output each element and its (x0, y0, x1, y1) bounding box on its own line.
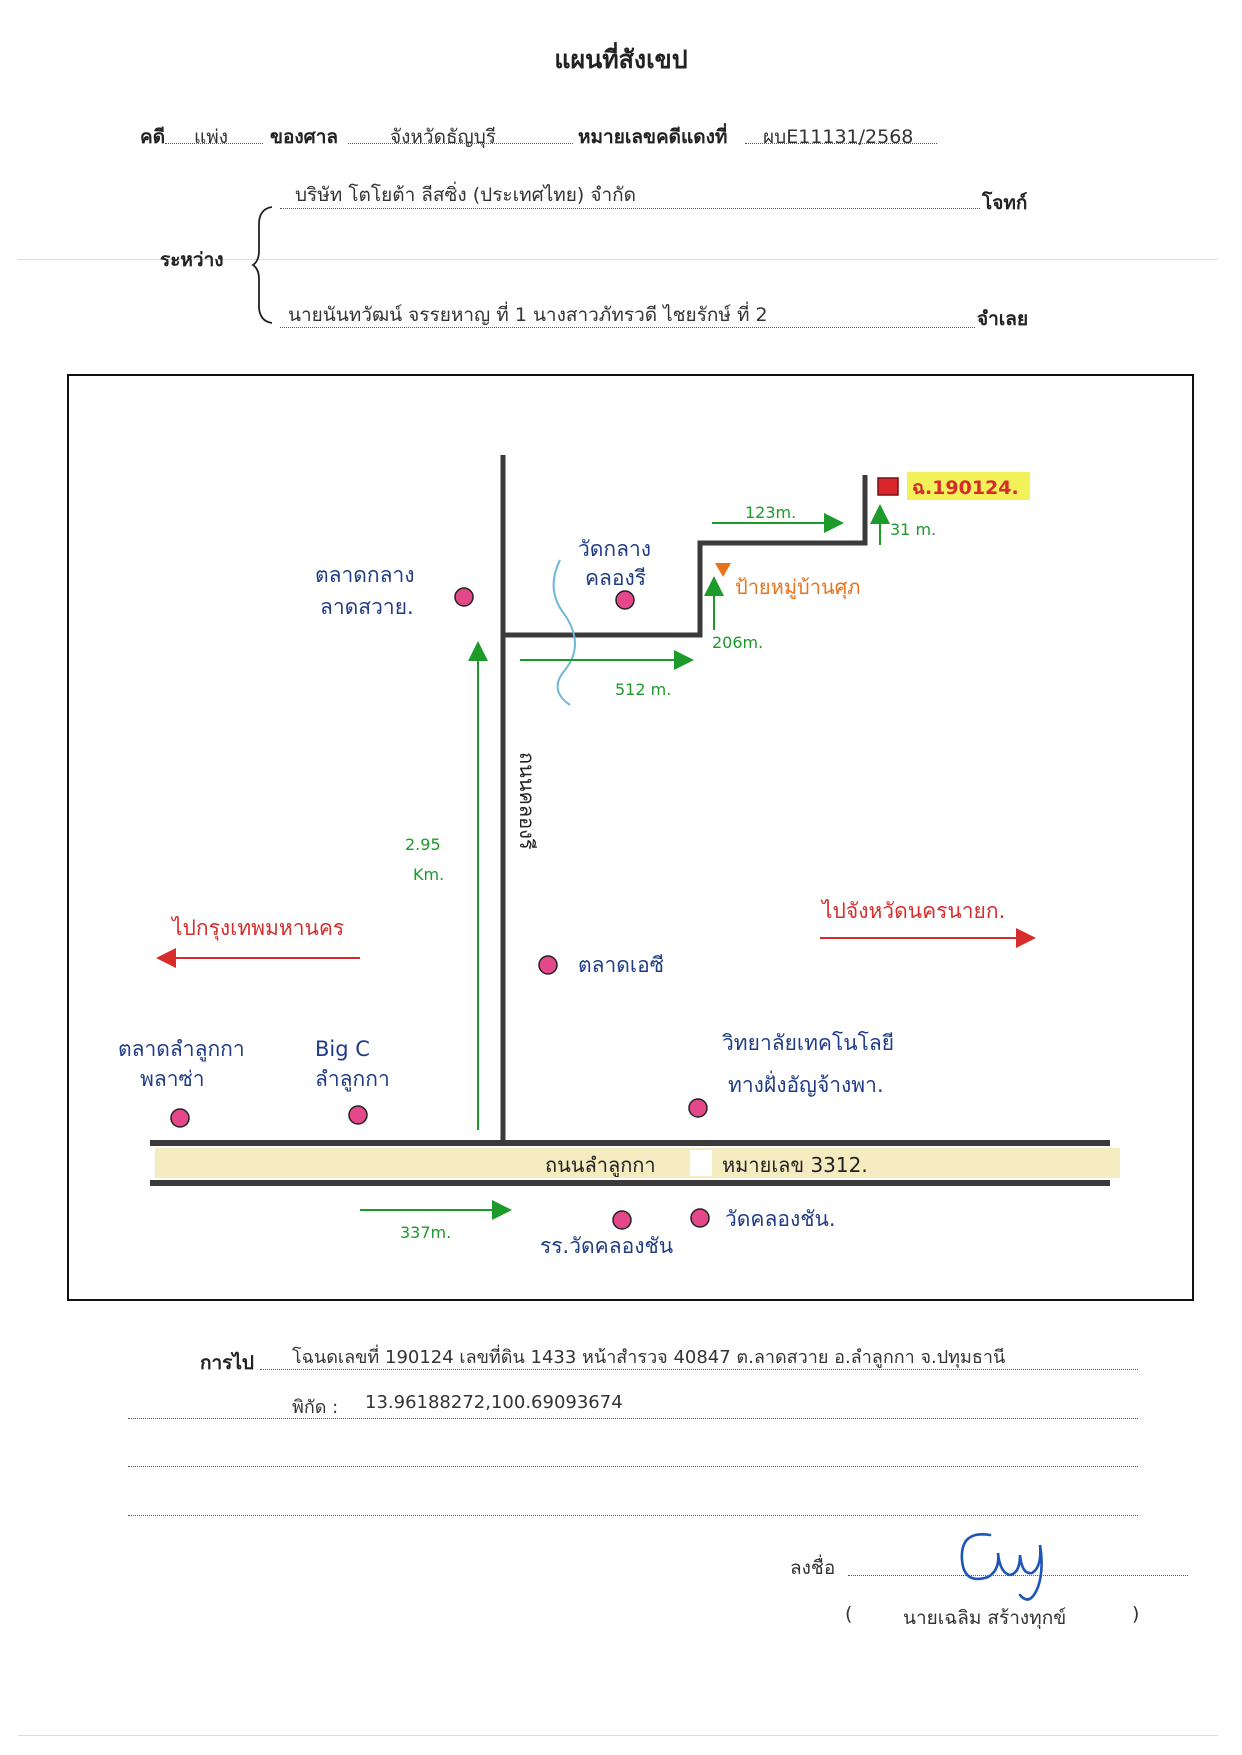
dist-337: 337m. (400, 1223, 451, 1242)
poi-talad-lamlukka-dot (170, 1108, 190, 1128)
case-type: แพ่ง (194, 126, 229, 148)
plaintiff-label: โจทก์ (982, 192, 1028, 214)
talad-ac-label: ตลาดเอซี (578, 953, 664, 977)
talad-lamlukka-line2: พลาซ่า (140, 1067, 205, 1091)
poi-wat-klang-dot (615, 590, 635, 610)
sign-label: ลงชื่อ (790, 1557, 836, 1579)
defendant-name: นายนันทวัฒน์ จรรยหาญ ที่ 1 นางสาวภัทรวดี… (288, 304, 768, 326)
bottom-scan-line (18, 1735, 1218, 1736)
brace-icon (251, 206, 273, 324)
road-vertical-label: ถนนคลองรี (515, 752, 539, 850)
talad-klang-line2: ลาดสวาย. (320, 595, 414, 619)
village-sign-label: ป้ายหมู่บ้านศุภ (735, 575, 861, 600)
village-sign-icon (715, 563, 731, 577)
page-title: แผนที่สังเขป (554, 45, 688, 74)
poi-talad-ac-dot (538, 955, 558, 975)
poi-talad-klang-dot (454, 587, 474, 607)
wat-klang-line1: วัดกลาง (578, 537, 651, 561)
sign-line (848, 1575, 1188, 1576)
wat-klongchan-label: วัดคลองชัน. (725, 1207, 836, 1231)
school-wat-label: รร.วัดคลองชัน (540, 1234, 673, 1258)
blank-line-1 (128, 1466, 1138, 1467)
poi-bigc-dot (348, 1105, 368, 1125)
directions-line (260, 1369, 1138, 1370)
plaintiff-line (280, 208, 980, 209)
to-nakhonnayok-label: ไปจังหวัดนครนายก. (820, 899, 1005, 923)
between-label: ระหว่าง (160, 249, 224, 271)
red-case-number: ผบE11131/2568 (763, 126, 914, 148)
red-case-label: หมายเลขคดีแดงที่ (578, 126, 728, 148)
plaintiff-name: บริษัท โตโยต้า ลีสซิ่ง (ประเทศไทย) จำกัด (295, 184, 637, 206)
signature-icon (960, 1532, 1043, 1601)
destination-marker-icon (877, 477, 899, 496)
blank-line-2 (128, 1515, 1138, 1516)
dist-123: 123m. (745, 503, 796, 522)
map-frame (67, 374, 1194, 1301)
court-name: จังหวัดธัญบุรี (390, 126, 496, 148)
close-paren: ) (1132, 1603, 1140, 1625)
college-line1: วิทยาลัยเทคโนโลยี (722, 1031, 894, 1055)
defendant-line (280, 327, 975, 328)
sketch-map: ฉ.190124. 123m. 31 m. วัดกลาง คลองรี ตลา… (67, 374, 1194, 1301)
dist-295-line2: Km. (413, 865, 444, 884)
road-number-label: หมายเลข 3312. (722, 1153, 868, 1177)
deed-label: ฉ.190124. (912, 477, 1019, 499)
directions-text: โฉนดเลขที่ 190124 เลขที่ดิน 1433 หน้าสำร… (292, 1347, 1006, 1368)
college-line2: ทางฝั่งอัญจ้างพา. (728, 1070, 884, 1097)
talad-klang-line1: ตลาดกลาง (315, 563, 415, 587)
case-type-line (165, 143, 263, 144)
road-gap (690, 1150, 712, 1176)
red-case-line (745, 143, 937, 144)
court-line (348, 143, 573, 144)
coords-line (128, 1418, 1138, 1419)
to-bangkok-label: ไปกรุงเทพมหานคร (170, 916, 344, 941)
open-paren: ( (845, 1603, 853, 1625)
bigc-line1: Big C (315, 1037, 370, 1061)
dist-31: 31 m. (890, 520, 936, 539)
canal (552, 559, 576, 706)
bigc-line2: ลำลูกกา (315, 1067, 390, 1092)
case-label: คดี (140, 126, 166, 148)
dist-206: 206m. (712, 633, 763, 652)
directions-label: การไป (200, 1352, 254, 1374)
poi-school-dot (612, 1210, 632, 1230)
defendant-label: จำเลย (977, 308, 1029, 330)
main-road-label: ถนนลำลูกกา (545, 1153, 656, 1178)
coords-label: พิกัด : (292, 1397, 339, 1418)
talad-lamlukka-line1: ตลาดลำลูกกา (118, 1037, 245, 1062)
poi-wat-klongchan-dot (690, 1208, 710, 1228)
deed-highlight (907, 472, 1030, 500)
wat-klang-line2: คลองรี (585, 566, 646, 590)
dist-512: 512 m. (615, 680, 671, 699)
scan-line (18, 259, 1218, 260)
main-road-band (155, 1148, 1120, 1178)
coords-value: 13.96188272,100.69093674 (365, 1392, 623, 1413)
poi-college-dot (688, 1098, 708, 1118)
signer-name: นายเฉลิม สร้างทุกข์ (903, 1607, 1067, 1629)
branch-road (503, 475, 868, 638)
dist-295-line1: 2.95 (405, 835, 441, 854)
court-label: ของศาล (270, 126, 339, 148)
